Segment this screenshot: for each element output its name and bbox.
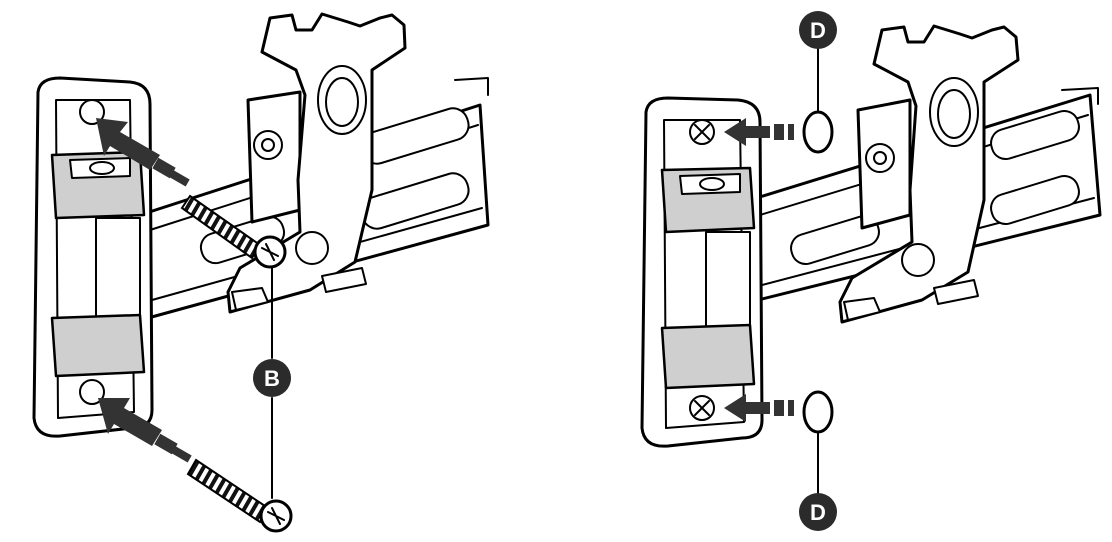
callout-badge-b bbox=[253, 359, 291, 397]
left-callout: B bbox=[253, 267, 291, 499]
right-arrow-upper bbox=[724, 118, 794, 146]
right-wall-plate bbox=[640, 96, 764, 448]
right-arrow-lower bbox=[724, 394, 794, 422]
left-arrow-lower bbox=[98, 398, 192, 463]
left-arrow-upper bbox=[96, 118, 190, 187]
callout-label-b: B bbox=[264, 366, 280, 391]
cover-cap-upper bbox=[802, 110, 834, 154]
left-panel: B bbox=[32, 12, 490, 533]
right-tilt-plate bbox=[838, 24, 1020, 324]
callout-badge-d-top bbox=[799, 11, 837, 49]
callout-label-d-bottom: D bbox=[810, 500, 826, 525]
right-callout-top: D bbox=[799, 11, 837, 113]
callout-label-d-top: D bbox=[810, 18, 826, 43]
right-callout-bottom: D bbox=[799, 431, 837, 531]
cover-cap-lower bbox=[802, 390, 834, 434]
callout-badge-d-bottom bbox=[799, 493, 837, 531]
left-tilt-plate bbox=[226, 12, 407, 314]
right-panel: D D bbox=[640, 11, 1102, 531]
left-screw-upper bbox=[180, 194, 287, 269]
left-wall-plate bbox=[32, 76, 154, 438]
left-screw-lower bbox=[186, 458, 293, 533]
